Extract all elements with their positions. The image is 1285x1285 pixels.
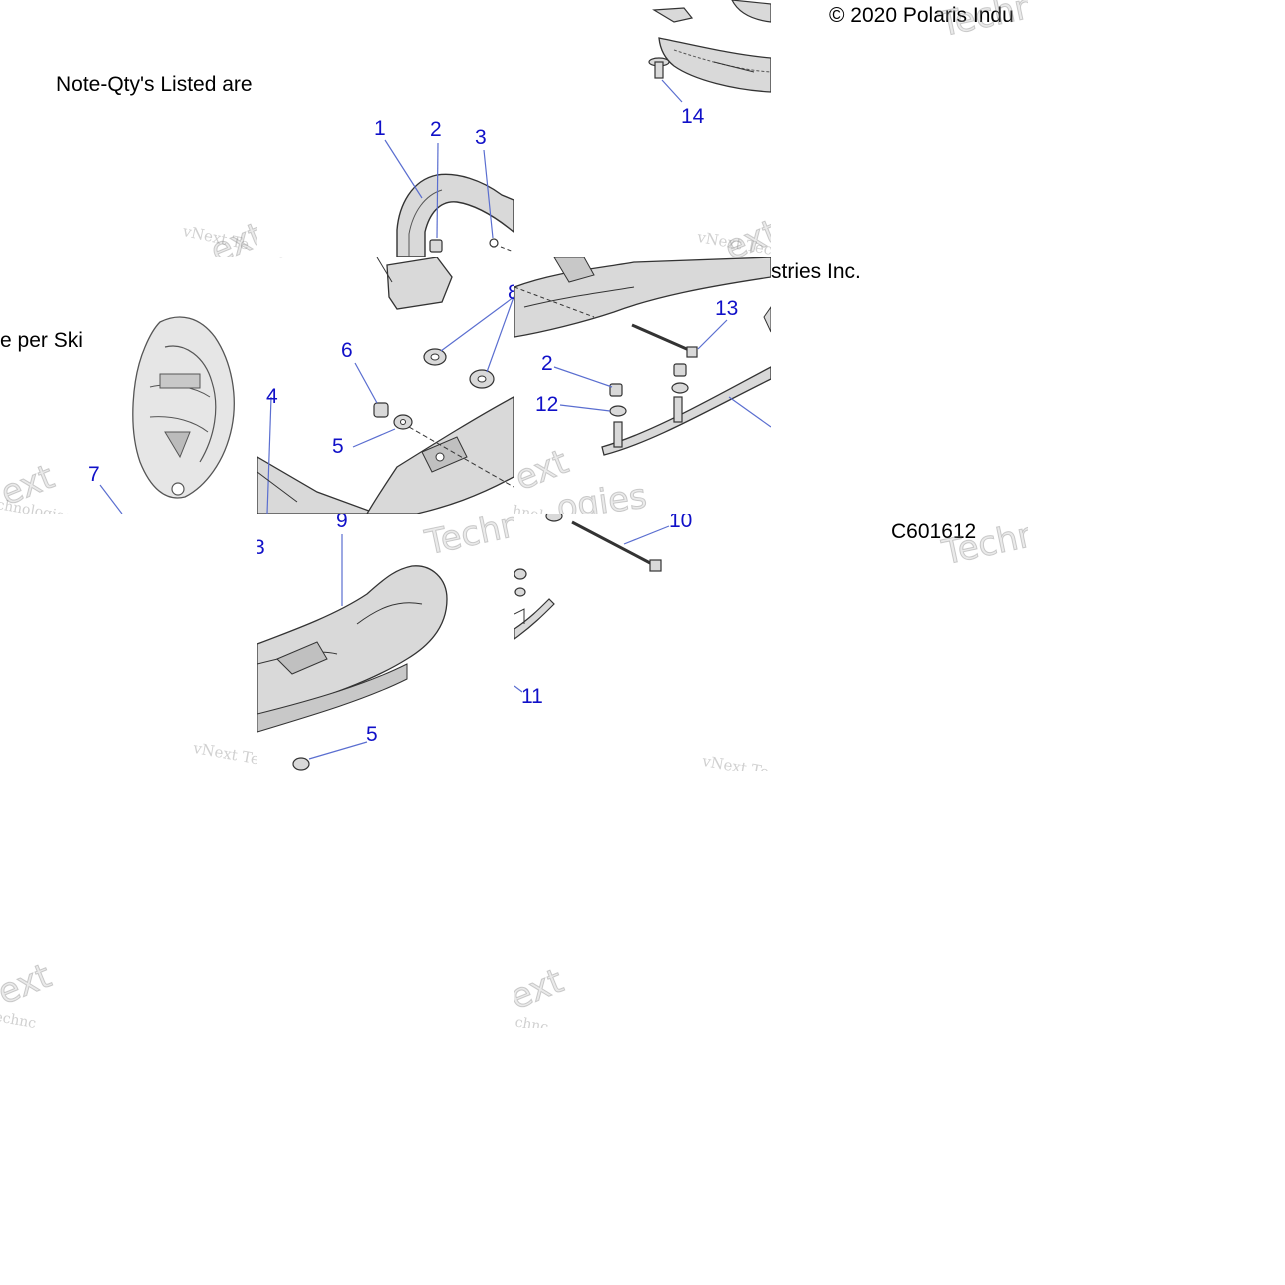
watermark-echnc: echnc: [514, 1013, 550, 1028]
copyright-tail-text: stries Inc.: [771, 260, 861, 283]
tile-r2c3: stries Inc. nologies: [771, 257, 1028, 514]
callout-3: 3: [475, 126, 487, 149]
tile-r3c1: 9 3 5 Technologies vNext Te: [257, 514, 514, 771]
tile-r4c2: ext echnc: [514, 771, 771, 1028]
callout-4: 4: [266, 385, 278, 408]
tile-r3c2: 10 11 vNext Te: [514, 514, 771, 771]
callout-11: 11: [521, 685, 543, 708]
watermark-echnc: echnc: [0, 1009, 38, 1028]
tile-r0c2: 14: [514, 0, 771, 257]
ski-handle-drawing: [384, 139, 514, 257]
callout-6: 6: [341, 339, 353, 362]
callout-2: 2: [430, 118, 442, 141]
callout-3-left: 3: [257, 536, 265, 559]
watermark-vnext: ext: [718, 211, 771, 257]
ski-side-drawing: [99, 316, 235, 514]
ski-tip-drawing: [648, 0, 771, 103]
callout-14: 14: [681, 105, 705, 128]
tile-r0c3: © 2020 Polaris Indu Techno: [771, 0, 1028, 257]
tile-r1c2: vNext Technologies ext: [514, 0, 771, 257]
per-ski-text: e per Ski: [0, 329, 83, 352]
ski-runner-drawing: [514, 257, 771, 456]
long-bolt-drawing: [514, 514, 670, 693]
tile-r4c0: ext echnc: [0, 771, 257, 1028]
tile-r1c1: 1 2 3: [257, 0, 514, 257]
watermark-vnext: ext: [204, 214, 257, 257]
note-text: Note-Qty's Listed are: [56, 73, 253, 96]
tile-r2c1: 6 4 5 8 ogies: [257, 257, 514, 514]
callout-9: 9: [336, 514, 348, 532]
copyright-text: © 2020 Polaris Indu: [829, 4, 1014, 27]
ski-foam-drawing: [257, 534, 448, 771]
callout-10: 10: [669, 514, 693, 532]
watermark-tech: Techno: [935, 0, 1028, 46]
spindle-drawing: [257, 257, 514, 514]
tile-r2c0: e per Ski 7 ext chnologies: [0, 257, 257, 514]
callout-7: 7: [88, 463, 100, 486]
tile-r3c0: vNext Te: [0, 514, 257, 771]
part-code-text: C601612: [891, 520, 977, 543]
tile-note: Note-Qty's Listed are vNext Te ext: [0, 0, 257, 257]
callout-5-bottom: 5: [366, 723, 378, 746]
tile-r2c2: 13 2 12 ext ogies chnologies: [514, 257, 771, 514]
callout-1: 1: [374, 117, 386, 140]
watermark-vnext: ext: [0, 955, 57, 1014]
callout-2-runner: 2: [541, 352, 553, 375]
callout-13: 13: [715, 297, 739, 320]
callout-12: 12: [535, 393, 559, 416]
callout-8: 8: [508, 281, 514, 304]
watermark-brand: vNext Te: [191, 739, 257, 769]
watermark-vnext: ext: [514, 960, 569, 1019]
tile-r3c3: C601612 Techno ogies: [771, 514, 1028, 771]
callout-5: 5: [332, 435, 344, 458]
